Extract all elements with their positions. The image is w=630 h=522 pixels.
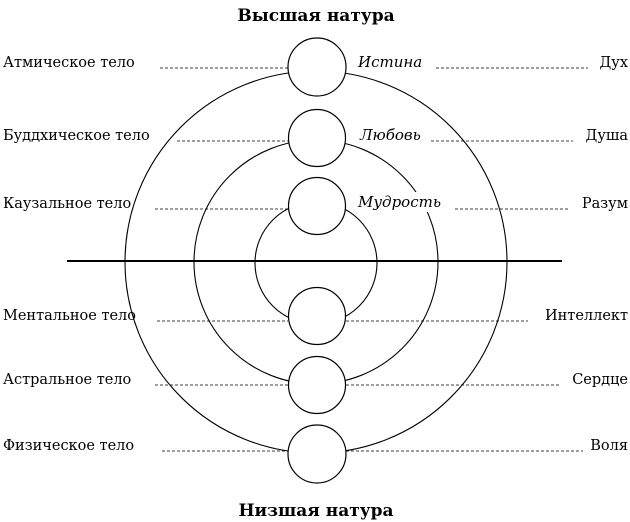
- right-label: Интеллект: [545, 308, 628, 324]
- right-label: Душа: [586, 128, 629, 144]
- right-label: Дух: [600, 55, 629, 71]
- node-buddhic: [287, 108, 347, 168]
- title-higher-nature: Высшая натура: [237, 6, 394, 26]
- node-atmic: [287, 37, 347, 97]
- left-label: Каузальное тело: [3, 196, 131, 212]
- center-label: Любовь: [359, 126, 421, 144]
- title-lower-nature: Низшая натура: [238, 501, 393, 521]
- left-label: Ментальное тело: [3, 308, 136, 324]
- center-label: Мудрость: [357, 193, 441, 211]
- right-label: Сердце: [572, 372, 628, 388]
- left-label: Физическое тело: [3, 438, 134, 454]
- left-label: Астральное тело: [3, 372, 131, 388]
- node-mental: [287, 286, 347, 346]
- left-label: Атмическое тело: [3, 55, 135, 71]
- right-label: Воля: [590, 438, 628, 454]
- center-label: Истина: [357, 53, 422, 71]
- node-physical: [287, 424, 347, 484]
- node-causal: [287, 176, 347, 236]
- right-label: Разум: [582, 196, 628, 212]
- node-astral: [287, 355, 347, 415]
- left-label: Буддхическое тело: [3, 128, 150, 144]
